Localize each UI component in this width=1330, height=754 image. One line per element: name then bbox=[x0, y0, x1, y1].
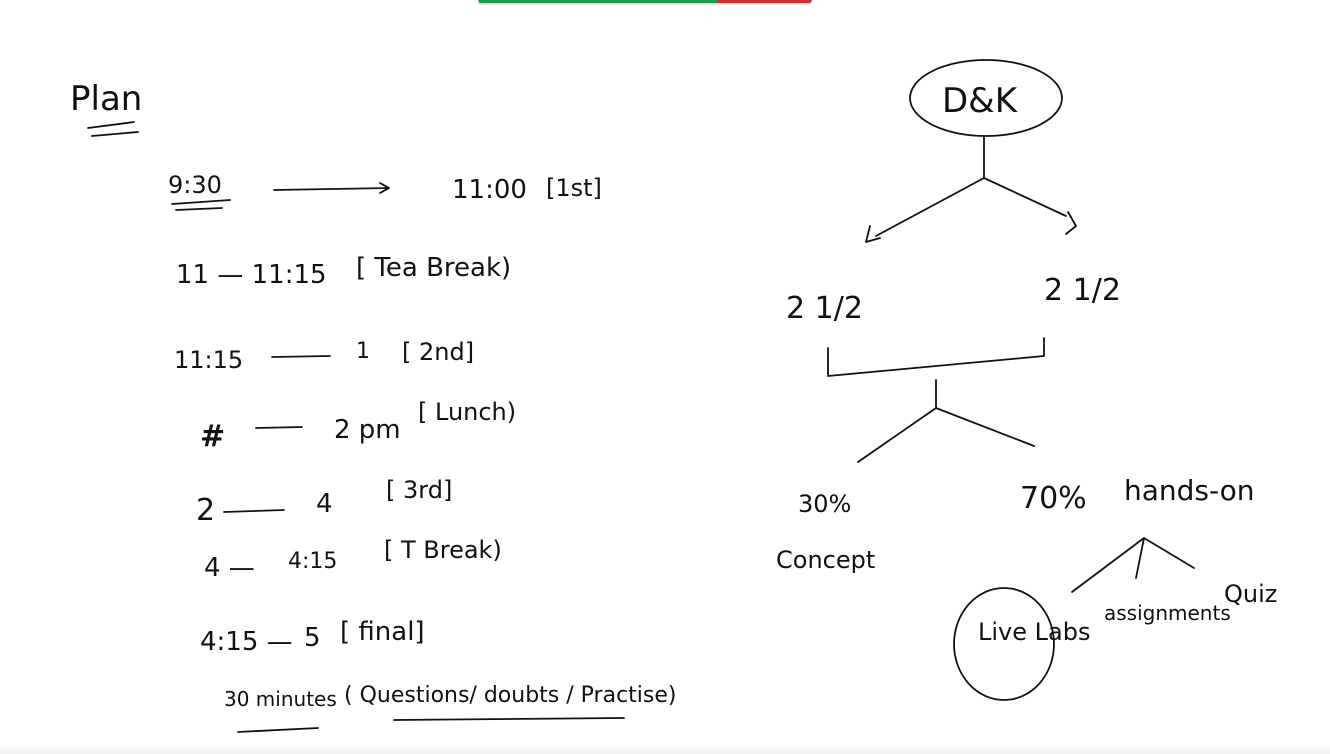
title-underline bbox=[87, 121, 139, 137]
left-split: 2 1/2 bbox=[786, 291, 863, 326]
row7-start: 4:15 — bbox=[200, 627, 293, 657]
row1-start: 9:30 bbox=[168, 171, 222, 199]
child-assignments: assignments bbox=[1104, 601, 1231, 625]
row7-end: 5 bbox=[304, 623, 321, 653]
row3-start: 11:15 bbox=[174, 346, 243, 374]
third-split bbox=[1071, 537, 1195, 593]
left-branch bbox=[865, 177, 985, 243]
child-live-labs: Live Labs bbox=[978, 618, 1090, 646]
row6-start: 4 — bbox=[204, 553, 255, 583]
row1-arrow bbox=[273, 182, 390, 194]
row4-label: [ Lunch) bbox=[418, 398, 516, 426]
toolbar-indicator bbox=[478, 0, 812, 3]
row1-label: [1st] bbox=[546, 174, 602, 202]
row2-start: 11 — 11:15 bbox=[176, 260, 327, 290]
row5-dash bbox=[223, 509, 285, 513]
row3-dash bbox=[271, 355, 331, 358]
row2-label: [ Tea Break) bbox=[356, 253, 511, 283]
right-percent: 70% bbox=[1020, 481, 1087, 516]
child-quiz: Quiz bbox=[1224, 580, 1277, 608]
left-label: Concept bbox=[776, 546, 875, 574]
live-labs-ellipse bbox=[953, 587, 1055, 701]
bottom-strip bbox=[0, 746, 1330, 754]
row5-label: [ 3rd] bbox=[386, 476, 452, 504]
left-percent: 30% bbox=[798, 490, 851, 518]
row3-label: [ 2nd] bbox=[402, 338, 474, 366]
footer-note: ( Questions/ doubts / Practise) bbox=[344, 683, 676, 708]
merge-bracket bbox=[827, 337, 1045, 377]
row5-end: 4 bbox=[316, 489, 333, 519]
footer-time-underline bbox=[237, 727, 319, 733]
plan-title: Plan bbox=[70, 79, 142, 119]
footer-time: 30 minutes bbox=[224, 687, 337, 711]
row1-end: 11:00 bbox=[452, 175, 527, 205]
right-split: 2 1/2 bbox=[1044, 273, 1121, 308]
indicator-red bbox=[717, 0, 812, 3]
footer-note-underline bbox=[393, 717, 625, 721]
row5-start: 2 bbox=[196, 493, 215, 528]
right-branch bbox=[983, 177, 1077, 235]
row4-end: 2 pm bbox=[334, 415, 401, 445]
root-label: D&K bbox=[942, 81, 1019, 121]
right-label: hands-on bbox=[1124, 474, 1255, 507]
row6-end: 4:15 bbox=[288, 549, 337, 574]
row3-end: 1 bbox=[356, 339, 370, 364]
row7-label: [ final] bbox=[340, 617, 425, 647]
indicator-green bbox=[478, 0, 717, 3]
row4-start: # bbox=[200, 419, 225, 454]
row4-dash bbox=[255, 426, 303, 429]
row6-label: [ T Break) bbox=[384, 536, 502, 564]
second-split bbox=[857, 407, 1035, 463]
row1-underline bbox=[171, 199, 231, 211]
root-ellipse bbox=[909, 59, 1063, 137]
